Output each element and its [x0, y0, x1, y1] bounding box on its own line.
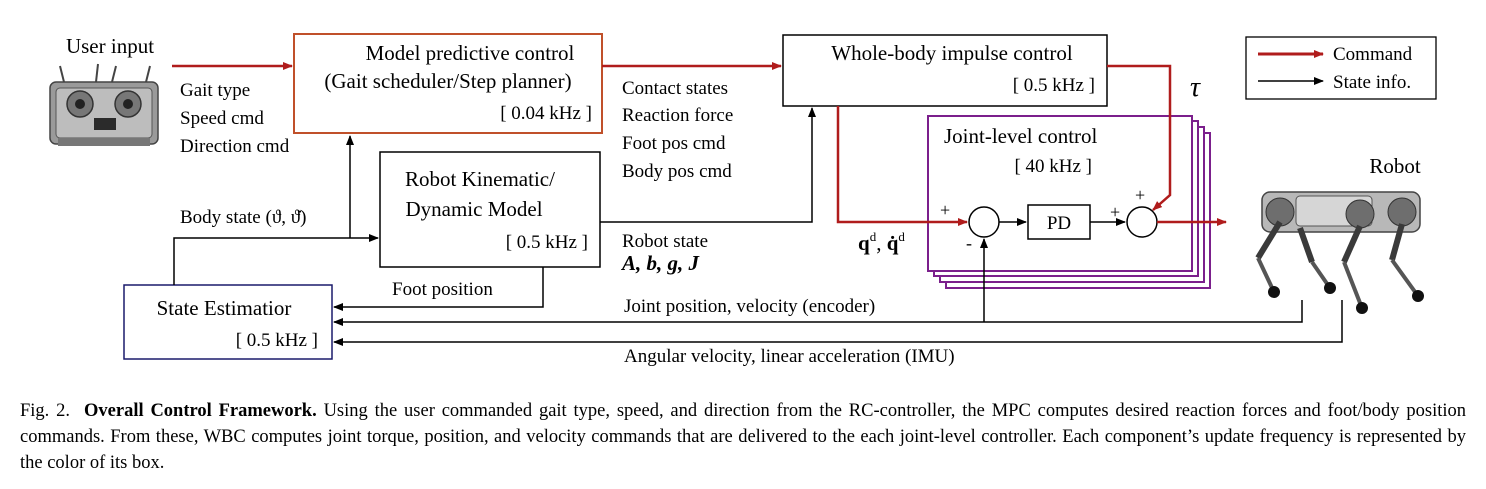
- summing-junction-2: [1126, 206, 1158, 238]
- wbic-title: Whole-body impulse control: [831, 41, 1073, 65]
- reaction-force-label: Reaction force: [622, 105, 733, 126]
- arrow-encoder-feedback: [333, 300, 1303, 326]
- wbic-box: [782, 34, 1108, 107]
- contact-states-label: Contact states: [622, 78, 728, 99]
- tau-symbol: τ: [1190, 72, 1201, 103]
- caption-title: Overall Control Framework.: [84, 401, 317, 421]
- robot-model-box: [379, 151, 601, 268]
- robot-state-vars: A, b, g, J: [620, 251, 701, 275]
- direction-cmd-label: Direction cmd: [180, 136, 290, 157]
- plus-sign-2: +: [1110, 202, 1120, 222]
- plus-sign-1: +: [940, 200, 950, 220]
- arrow-imu-feedback: [333, 300, 1343, 346]
- caption-label: Fig. 2.: [20, 401, 71, 421]
- rc-controller-icon: [49, 63, 159, 146]
- arrow-foot-position: [333, 267, 544, 311]
- foot-position-label: Foot position: [392, 279, 493, 300]
- body-state-label: Body state (ϑ, ϑ̇): [180, 207, 306, 228]
- caption-body: Using the user commanded gait type, spee…: [20, 401, 1466, 473]
- arrow-model-to-wbic: [600, 107, 816, 223]
- robot-model-title-2: Dynamic Model: [405, 197, 542, 221]
- pd-label: PD: [1047, 213, 1071, 234]
- body-pos-cmd-label: Body pos cmd: [622, 161, 732, 182]
- legend-box: [1245, 36, 1437, 100]
- robot-state-label: Robot state: [622, 231, 708, 252]
- robot-model-title-1: Robot Kinematic/: [405, 167, 555, 191]
- minus-sign: -: [966, 233, 972, 253]
- robot-model-frequency: [ 0.5 kHz ]: [506, 232, 588, 253]
- legend-command-label: Command: [1333, 44, 1413, 65]
- joint-frequency: [ 40 kHz ]: [1014, 156, 1092, 177]
- joint-level-box: [927, 115, 1193, 272]
- qd-label: qd, q̇d: [858, 229, 905, 255]
- summing-junction-1: [968, 206, 1000, 238]
- pd-block: [1027, 204, 1091, 240]
- wbic-frequency: [ 0.5 kHz ]: [1013, 75, 1095, 96]
- joint-title: Joint-level control: [944, 124, 1098, 148]
- robot-label: Robot: [1369, 154, 1421, 178]
- control-framework-diagram: User input Gait type Speed cmd Direction…: [49, 33, 1437, 367]
- state-estimator-box: [123, 284, 333, 360]
- arrow-torque-feedforward: [1107, 64, 1172, 211]
- legend-state-label: State info.: [1333, 72, 1411, 93]
- quadruped-robot-icon: [1255, 191, 1424, 314]
- gait-type-label: Gait type: [180, 80, 250, 101]
- foot-pos-cmd-label: Foot pos cmd: [622, 133, 726, 154]
- state-estimator-frequency: [ 0.5 kHz ]: [236, 330, 318, 351]
- joint-feedback-label: Joint position, velocity (encoder): [624, 296, 875, 317]
- mpc-box: [293, 33, 603, 134]
- figure-caption: Fig. 2. Overall Control Framework. Using …: [20, 398, 1466, 476]
- mpc-subtitle: (Gait scheduler/Step planner): [324, 69, 571, 93]
- state-estimator-title: State Estimatior: [157, 296, 292, 320]
- imu-feedback-label: Angular velocity, linear acceleration (I…: [624, 346, 955, 367]
- user-input-label: User input: [66, 34, 154, 58]
- speed-cmd-label: Speed cmd: [180, 108, 264, 129]
- mpc-title: Model predictive control: [366, 41, 575, 65]
- arrow-estimator-to-model: [173, 234, 379, 285]
- mpc-frequency: [ 0.04 kHz ]: [500, 103, 592, 124]
- plus-sign-3: +: [1135, 185, 1145, 205]
- arrow-wbic-to-joint-desired: [836, 106, 968, 226]
